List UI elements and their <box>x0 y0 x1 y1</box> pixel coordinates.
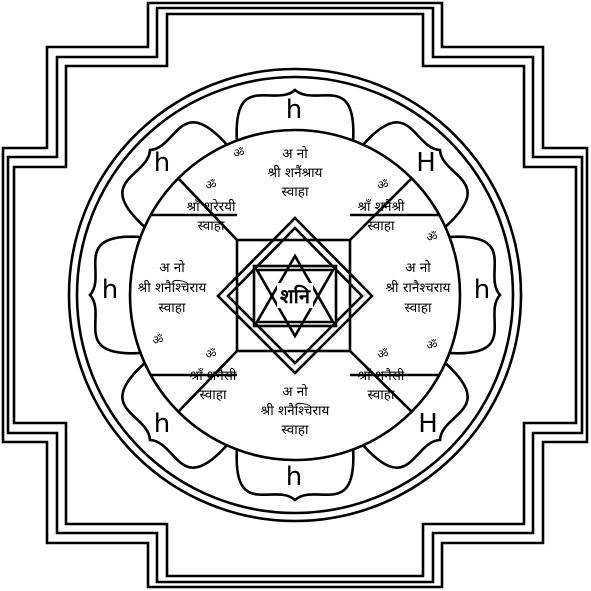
lotus-petal-top-right <box>362 121 469 228</box>
petal-symbol-bottom-right: H <box>418 409 438 439</box>
outer-diamond <box>216 216 374 375</box>
sector-texts: अ नो श्री शनैंश्राय स्वाहा ॐ श्राँ शनैश्… <box>138 145 452 438</box>
sector-bottom-right-line-3: स्वाहा <box>368 387 395 403</box>
lotus-petal-top <box>235 88 355 141</box>
inner-diamond <box>226 226 364 365</box>
sector-left-line-1: अ नो <box>159 259 185 276</box>
inner-square <box>252 264 338 328</box>
sector-top-right-line-3: स्वाहा <box>368 218 395 234</box>
sector-top-left-line-3: स्वाहा <box>198 218 225 234</box>
bhupura-line-1 <box>12 12 578 578</box>
small-om-right-lower: ॐ <box>427 338 438 352</box>
sector-bottom-right-line-2: श्राँ शनैसी <box>358 367 405 384</box>
lotus-petal-top-left <box>121 121 228 228</box>
sector-top-left-line-2: श्राँ शरेरयी <box>187 198 236 215</box>
lotus-petals <box>88 88 502 502</box>
outer-circle-1 <box>67 67 523 523</box>
sector-bottom-left-om: ॐ <box>206 347 217 361</box>
bhupura-line-2 <box>6 6 584 584</box>
hexagram-up-triangle <box>254 253 336 324</box>
center-label: शनि <box>280 284 311 308</box>
lotus-petal-bottom-right <box>362 362 469 469</box>
petal-symbol-top: h <box>286 95 302 125</box>
sector-bottom-left-line-3: स्वाहा <box>200 387 227 403</box>
sector-bottom-line-3: स्वाहा <box>282 422 309 438</box>
petal-symbol-left: h <box>102 275 118 305</box>
petal-symbol-right: h <box>474 275 490 305</box>
petal-symbol-bottom: h <box>286 462 302 492</box>
sector-right-line-3: स्वाहा <box>405 300 432 316</box>
petal-symbol-top-right: H <box>416 148 436 178</box>
hexagram-down-triangle <box>254 268 336 339</box>
divider-bottom-right <box>349 350 413 413</box>
sector-right-line-1: अ नो <box>405 259 431 276</box>
sector-bottom-line-2: श्री शनैश्चिराय <box>261 402 331 419</box>
sector-top-left-om: ॐ <box>206 178 217 192</box>
petal-symbol-top-left: h <box>154 148 170 178</box>
central-square <box>235 238 352 353</box>
central-figure: शनि <box>216 216 374 375</box>
sector-left-line-3: स्वाहा <box>159 300 186 316</box>
divider-top-right <box>349 177 413 241</box>
sector-top-line-2: श्री शनैंश्राय <box>268 164 324 181</box>
small-om-right-upper: ॐ <box>427 230 438 244</box>
sector-left-line-2: श्री शनैश्चिराय <box>138 279 208 296</box>
divider-top-left <box>177 177 238 241</box>
sector-top-line-1: अ नो <box>282 145 308 162</box>
sector-top-right-line-2: श्राँ शनैश्री <box>357 198 405 215</box>
petal-symbol-bottom-left: h <box>154 409 170 439</box>
lotus-petal-right <box>449 235 502 355</box>
center-label-backdrop <box>277 283 313 308</box>
lotus-petal-left <box>88 235 141 355</box>
sector-bottom-right-om: ॐ <box>378 347 389 361</box>
sector-top-line-3: स्वाहा <box>282 184 309 200</box>
sector-right-line-2: श्री रानैश्चराय <box>385 279 451 296</box>
inner-circle <box>128 128 462 462</box>
small-om-upper-left: ॐ <box>234 146 245 160</box>
sector-dividers <box>150 177 440 413</box>
sector-top-right-om: ॐ <box>378 178 389 192</box>
petal-symbols: h H h H h h h h <box>102 95 490 492</box>
lotus-petal-bottom <box>235 449 355 502</box>
lotus-petal-bottom-left <box>121 362 228 469</box>
sector-bottom-line-1: अ नो <box>282 383 308 400</box>
sector-bottom-left-line-2: श्राँ शनैसी <box>190 367 237 384</box>
small-om-lower-left: ॐ <box>153 333 164 347</box>
outer-circle-2 <box>75 75 515 515</box>
divider-bottom-left <box>177 350 238 413</box>
